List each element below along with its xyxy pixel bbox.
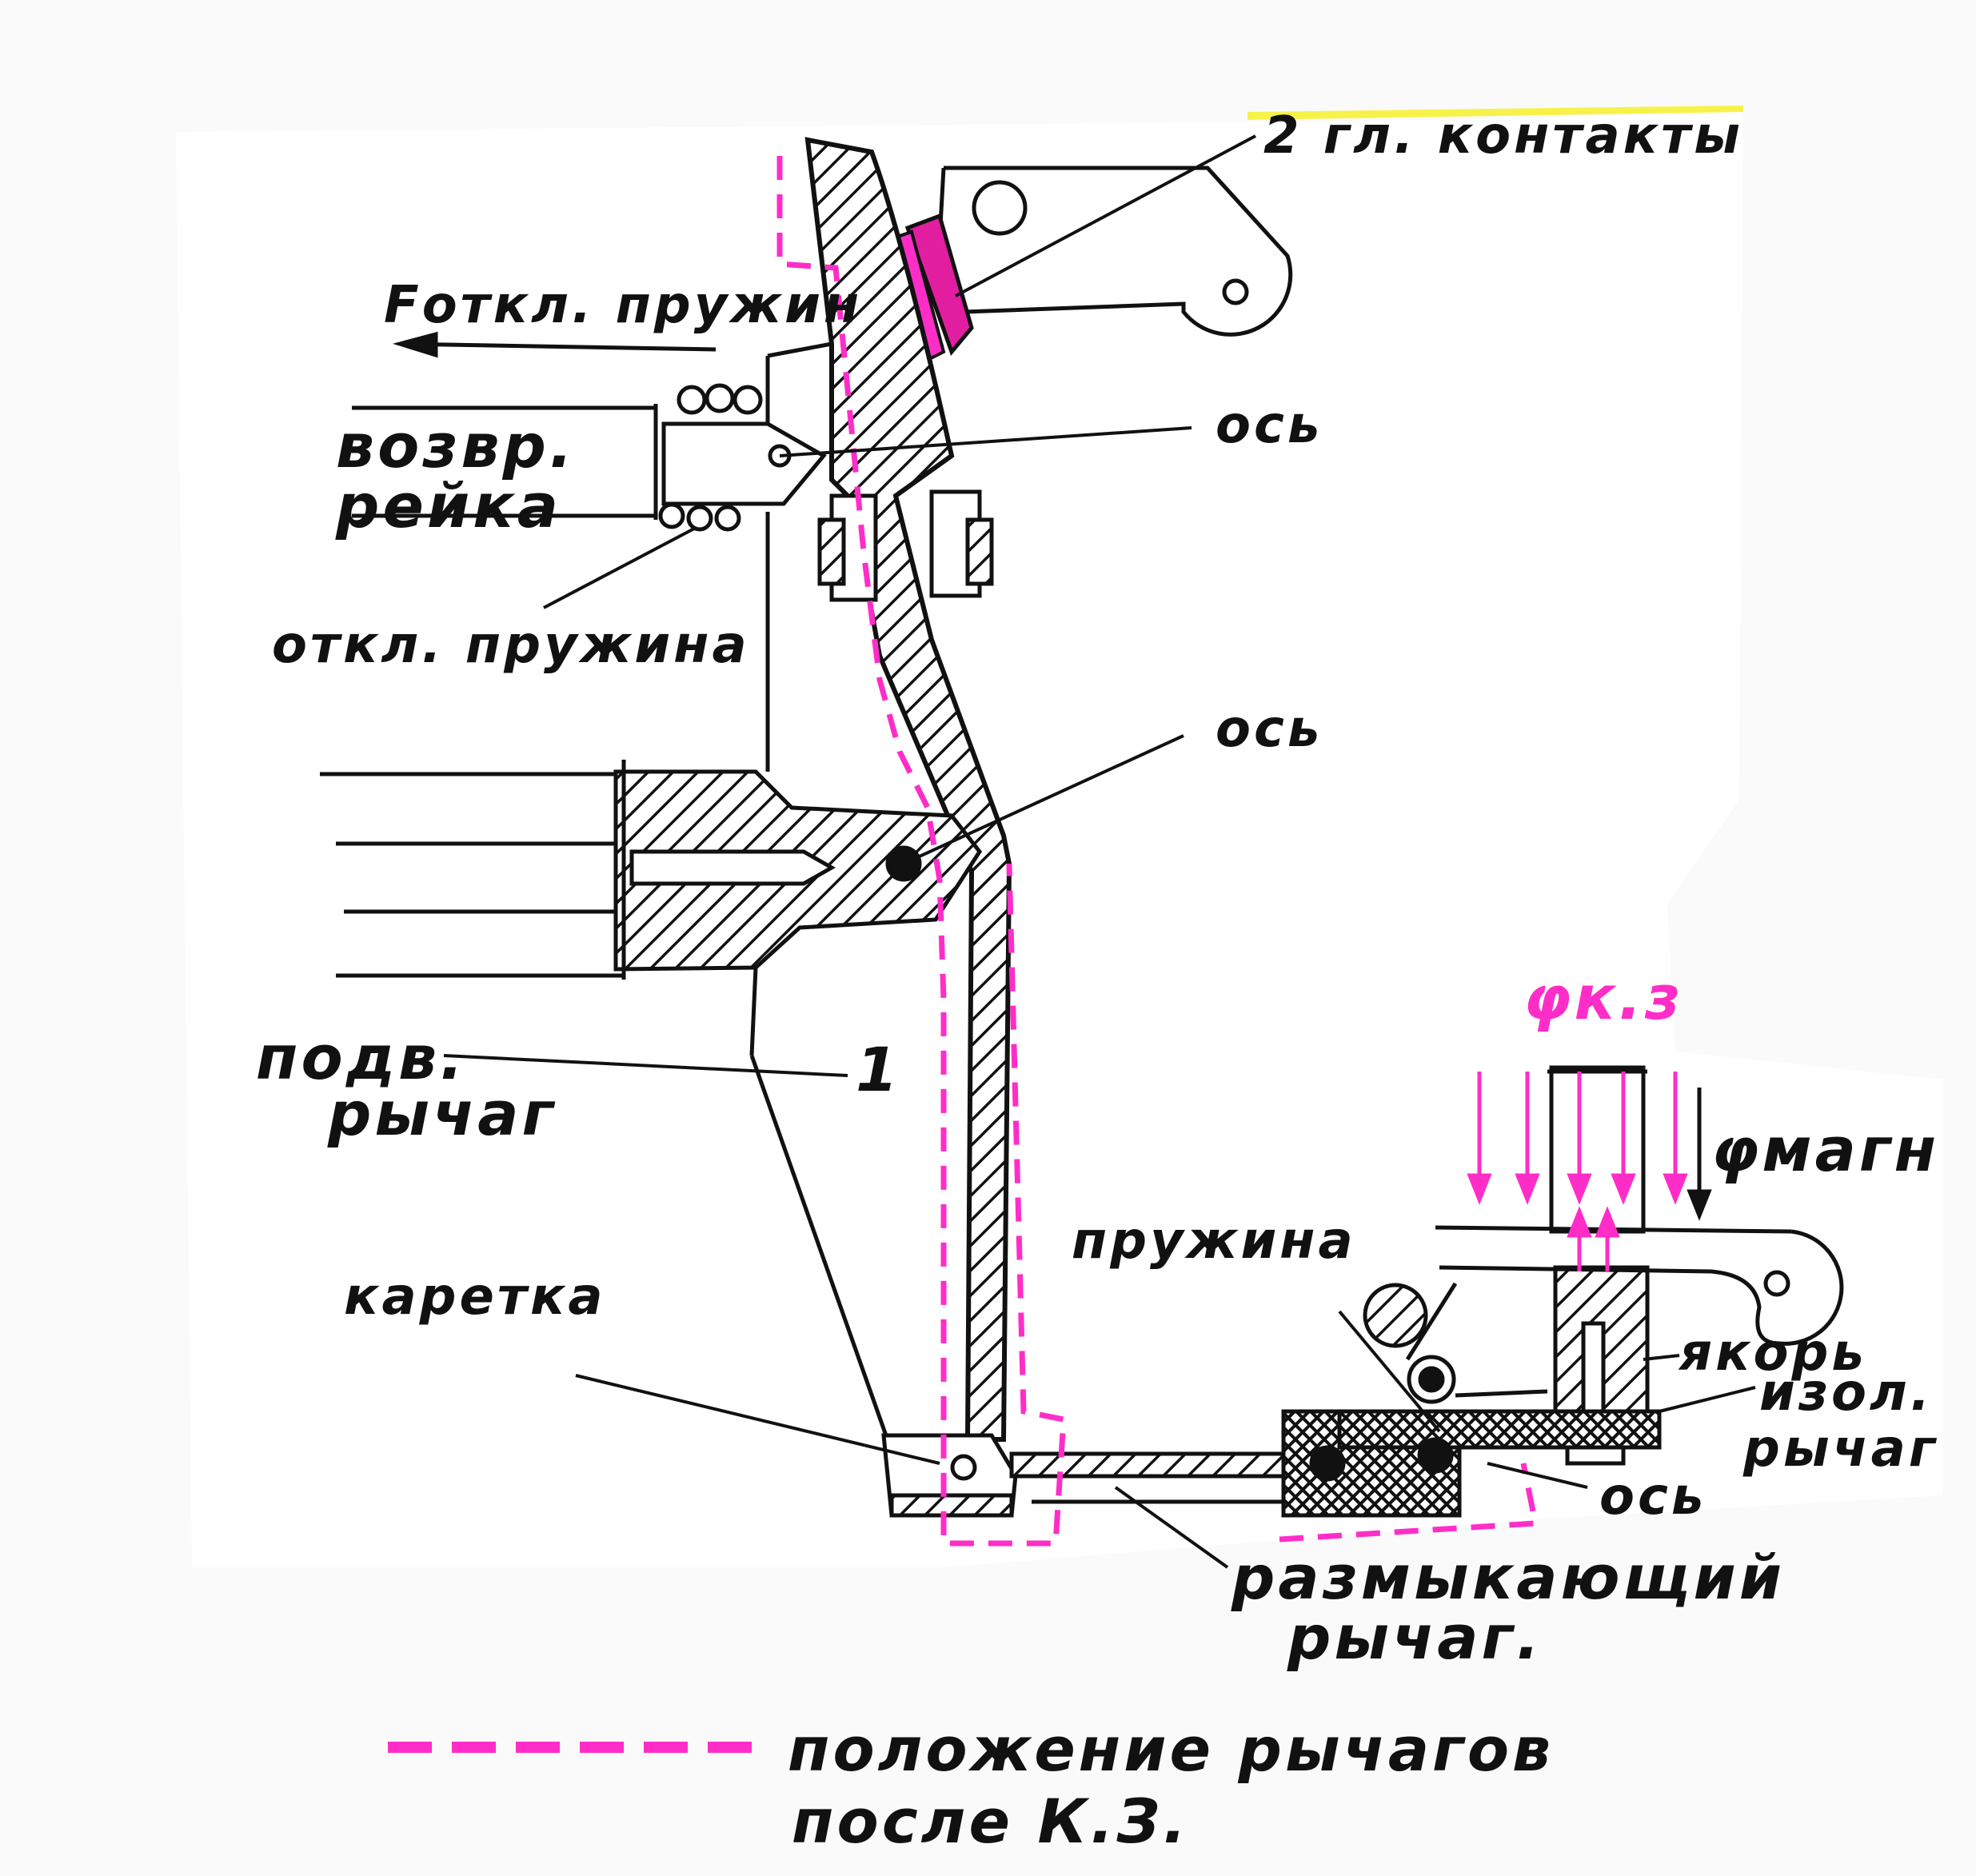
short-circuit-flux-arrows: [1467, 1072, 1688, 1271]
label-axis-middle: ось: [1216, 700, 1323, 759]
magnet-flux-arrow: [1687, 1088, 1712, 1221]
label-return-rack-line2: рейка: [336, 470, 562, 541]
carriage-block: [881, 1433, 1018, 1518]
after-short-circuit-outline: [776, 156, 1539, 1547]
legend-text-line1: положение рычагов: [788, 1714, 1555, 1785]
label-movable-lever-line1: подв.: [256, 1022, 467, 1093]
pivot-assembly: [320, 760, 983, 980]
insulating-lever: [1281, 1409, 1662, 1518]
opening-lever: [1009, 1451, 1306, 1504]
label-spring-force: Fоткл. пружин: [384, 276, 863, 335]
label-phi-magnet: φмагн: [1711, 1114, 1940, 1185]
label-opening-lever-line2: рычаг.: [1287, 1602, 1543, 1673]
return-rack: [352, 341, 832, 520]
off-spring-coils: [658, 383, 763, 532]
label-carriage: каретка: [344, 1267, 606, 1327]
label-opening-lever-line1: размыкающий: [1232, 1542, 1785, 1613]
label-insulating-lever-line2: рычаг: [1743, 1419, 1939, 1479]
lever-guide-blocks: [817, 489, 994, 602]
force-arrow: [392, 331, 717, 358]
contact-bracket: [937, 166, 1293, 337]
label-axis-bottom: ось: [1599, 1467, 1707, 1527]
label-off-spring: откл. пружина: [272, 616, 750, 675]
label-insulating-lever-line1: изол.: [1759, 1363, 1934, 1423]
label-main-contacts: 2 гл. контакты: [1263, 106, 1744, 166]
label-armature: якорь: [1679, 1323, 1867, 1383]
label-movable-lever-line2: рычаг: [328, 1078, 557, 1149]
magnet-core: [1547, 1065, 1650, 1414]
hanging-link: [749, 512, 894, 1452]
legend-text-line2: после К.З.: [792, 1786, 1190, 1857]
label-phi-short-circuit: φк.з: [1523, 962, 1684, 1033]
label-number-1: 1: [856, 1034, 901, 1105]
small-spring: [1363, 1282, 1548, 1404]
label-spring: пружина: [1072, 1211, 1356, 1271]
label-return-rack-line1: возвр.: [336, 410, 576, 481]
movable-lever: [804, 137, 1012, 1442]
label-axis-top: ось: [1216, 396, 1323, 455]
leader-lines: [443, 134, 1756, 1569]
